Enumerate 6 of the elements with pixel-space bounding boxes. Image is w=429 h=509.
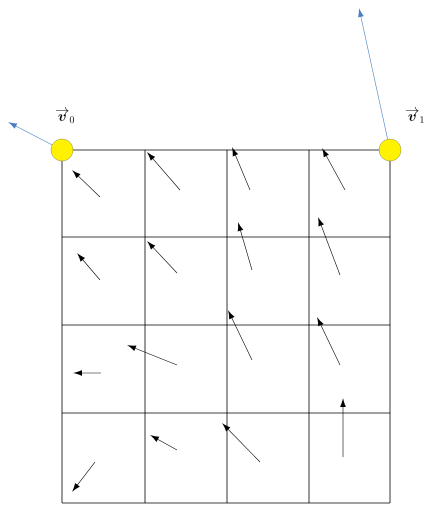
circle-marker bbox=[50, 138, 74, 162]
circle-marker bbox=[378, 138, 402, 162]
vector-label: $\overrightarrow{\boldsymbol{v}}_{0}$ bbox=[56, 107, 74, 124]
vector-label: $\overrightarrow{\boldsymbol{v}}_{1}$ bbox=[406, 107, 424, 123]
arrow bbox=[358, 9, 388, 140]
arrow bbox=[8, 122, 52, 146]
